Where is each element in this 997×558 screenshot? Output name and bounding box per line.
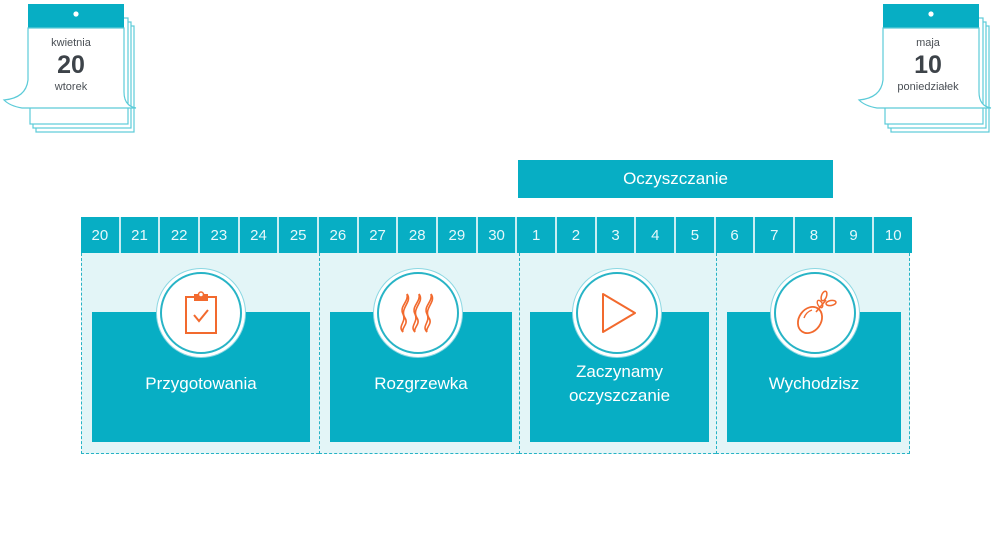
day-cell: 7 (755, 217, 796, 253)
stage-panel-exit: Wychodzisz (716, 253, 910, 454)
day-cell: 3 (597, 217, 637, 253)
day-cell: 25 (279, 217, 320, 253)
day-cell: 2 (557, 217, 597, 253)
day-cell: 22 (160, 217, 201, 253)
stage-card: Wychodzisz (727, 312, 901, 442)
start-date-calendar: kwietnia 20 wtorek (0, 0, 140, 140)
end-weekday: poniedziałek (897, 81, 959, 93)
clipboard-check-icon (185, 291, 217, 334)
day-cell: 5 (676, 217, 716, 253)
start-weekday: wtorek (54, 81, 88, 93)
heat-waves-icon (400, 293, 434, 333)
phase-label-bar: Oczyszczanie (518, 160, 833, 198)
end-date-calendar: maja 10 poniedziałek (855, 0, 995, 140)
day-cell: 30 (478, 217, 518, 253)
stage-panel-cleansing: Zaczynamy oczyszczanie (519, 253, 716, 454)
day-cell: 26 (319, 217, 359, 253)
start-month: kwietnia (51, 37, 91, 49)
day-cell: 8 (795, 217, 835, 253)
day-cell: 6 (716, 217, 756, 253)
stage-badge (774, 272, 856, 354)
stage-badge (576, 272, 658, 354)
day-cell: 20 (81, 217, 121, 253)
calendar-icon (2, 4, 137, 133)
day-cell: 24 (240, 217, 280, 253)
play-icon (602, 293, 636, 333)
end-day: 10 (914, 51, 942, 79)
stage-badge (160, 272, 242, 354)
day-strip: 20 21 22 23 24 25 26 27 28 29 30 1 2 3 4… (81, 217, 912, 253)
day-cell: 10 (884, 226, 902, 244)
calendar-icon (857, 4, 992, 133)
day-cell: 27 (359, 217, 399, 253)
stage-badge (377, 272, 459, 354)
stage-card: Rozgrzewka (330, 312, 512, 442)
stage-panel-preparation: Przygotowania (81, 253, 319, 454)
day-cell: 1 (517, 217, 558, 253)
stage-panel-warmup: Rozgrzewka (319, 253, 519, 454)
day-cell: 21 (121, 217, 161, 253)
stage-card: Zaczynamy oczyszczanie (530, 312, 709, 442)
end-month: maja (916, 37, 940, 49)
fruit-sprout-icon (797, 290, 837, 334)
day-cell: 4 (636, 217, 677, 253)
day-cell: 9 (835, 217, 875, 253)
day-cell: 28 (398, 217, 439, 253)
start-day: 20 (57, 51, 85, 79)
day-cell: 23 (200, 217, 240, 253)
day-cell: 29 (438, 217, 478, 253)
